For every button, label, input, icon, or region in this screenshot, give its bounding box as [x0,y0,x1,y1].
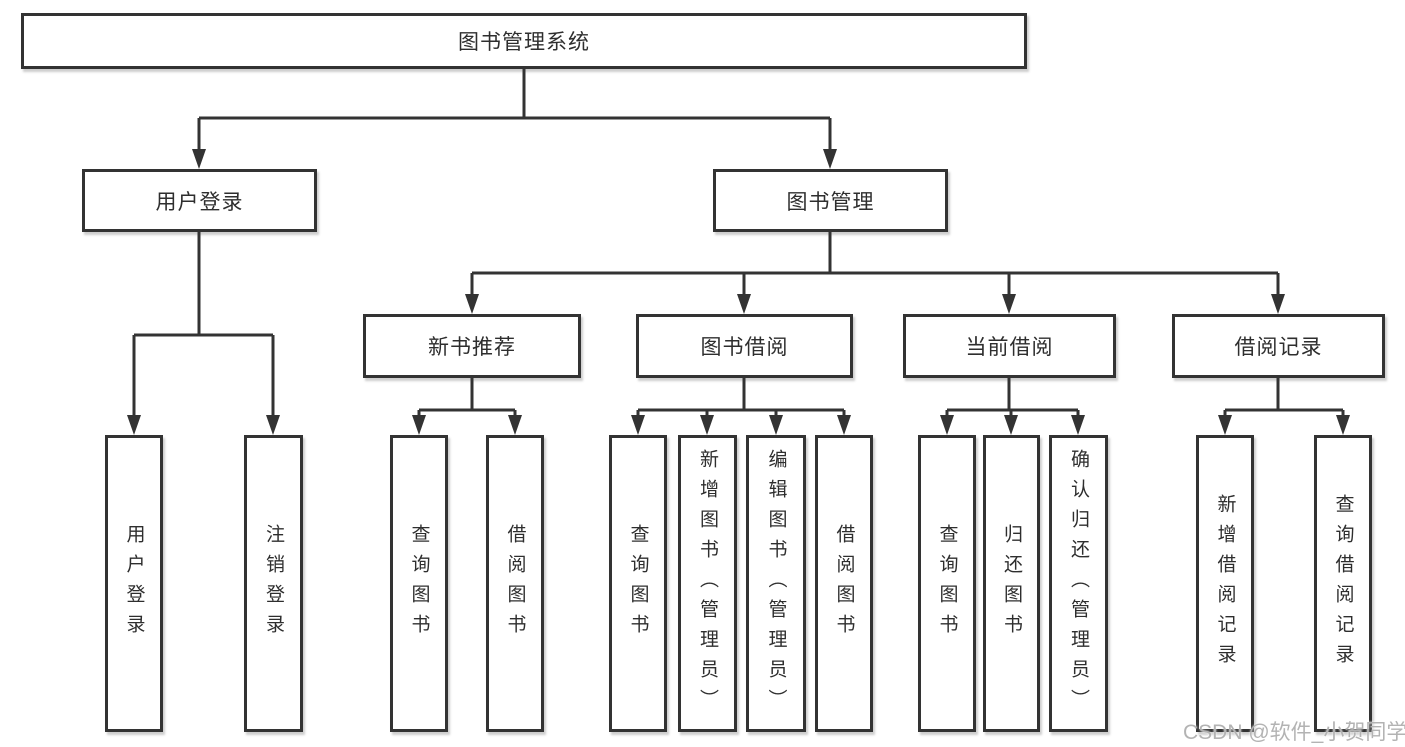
leaf-user-login: 用户登录 [105,435,163,732]
node-book-management: 图书管理 [713,169,948,232]
leaf-query-books-recommend: 查询图书 [390,435,448,732]
node-root-label: 图书管理系统 [458,31,590,54]
watermark: CSDN @软件_小贺同学 [1183,721,1405,744]
node-borrow-records: 借阅记录 [1172,314,1385,378]
leaf-confirm-return-admin-label: 确认归还（管理员） [1068,448,1089,719]
leaf-query-books-borrow: 查询图书 [609,435,667,732]
leaf-query-books-current: 查询图书 [918,435,976,732]
leaf-logout-label: 注销登录 [263,523,284,644]
leaf-confirm-return-admin: 确认归还（管理员） [1049,435,1108,732]
node-current-borrow: 当前借阅 [903,314,1116,378]
node-new-book-recommend-label: 新书推荐 [428,336,516,359]
leaf-edit-book-admin: 编辑图书（管理员） [746,435,806,732]
leaf-return-books: 归还图书 [983,435,1040,732]
node-book-borrow: 图书借阅 [636,314,853,378]
leaf-query-books-borrow-label: 查询图书 [627,523,649,644]
node-book-management-label: 图书管理 [786,190,875,214]
leaf-add-borrow-record: 新增借阅记录 [1196,435,1254,732]
node-root: 图书管理系统 [21,13,1027,69]
node-new-book-recommend: 新书推荐 [363,314,581,378]
leaf-return-books-label: 归还图书 [1001,523,1022,644]
node-book-borrow-label: 图书借阅 [700,336,789,359]
leaf-borrow-books: 借阅图书 [815,435,873,732]
leaf-borrow-books-label: 借阅图书 [833,523,855,644]
node-user-login-label: 用户登录 [155,190,244,214]
leaf-query-books-current-label: 查询图书 [936,523,958,644]
leaf-query-borrow-record-label: 查询借阅记录 [1332,493,1354,674]
leaf-edit-book-admin-label: 编辑图书（管理员） [765,448,787,719]
leaf-query-borrow-record: 查询借阅记录 [1314,435,1372,732]
node-current-borrow-label: 当前借阅 [965,336,1054,359]
leaf-borrow-books-recommend-label: 借阅图书 [504,523,526,644]
leaf-add-book-admin-label: 新增图书（管理员） [697,448,718,719]
leaf-add-borrow-record-label: 新增借阅记录 [1214,493,1236,674]
leaf-add-book-admin: 新增图书（管理员） [678,435,737,732]
node-user-login: 用户登录 [82,169,317,232]
leaf-borrow-books-recommend: 借阅图书 [486,435,544,732]
leaf-user-login-label: 用户登录 [123,523,145,644]
leaf-query-books-recommend-label: 查询图书 [408,523,430,644]
node-borrow-records-label: 借阅记录 [1234,336,1323,359]
leaf-logout: 注销登录 [244,435,303,732]
